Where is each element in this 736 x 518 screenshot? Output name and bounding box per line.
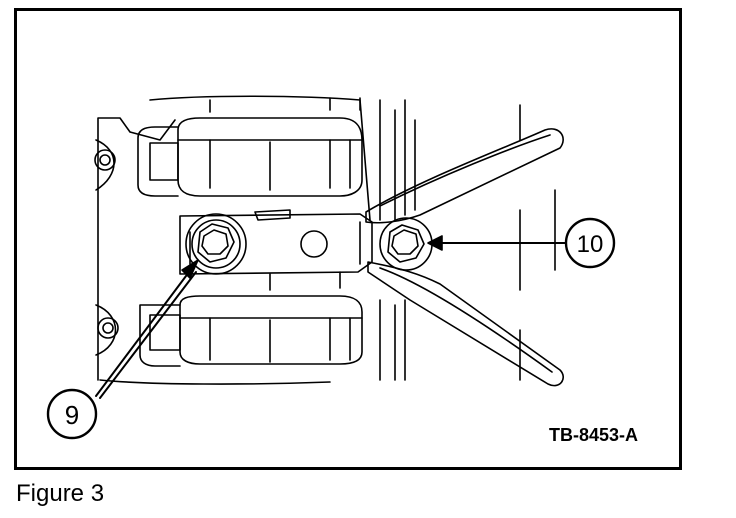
figure-code: TB-8453-A xyxy=(549,425,638,445)
engine-block-outline xyxy=(97,95,556,385)
callout-leaders xyxy=(95,235,569,399)
tool-upper xyxy=(365,128,564,224)
tool-lower xyxy=(367,261,564,387)
bolt-10 xyxy=(379,217,433,271)
leader-9 xyxy=(95,267,193,397)
left-bosses xyxy=(94,139,119,356)
figure-caption: Figure 3 xyxy=(16,480,105,507)
arrowhead-9 xyxy=(181,259,199,279)
callout-10-label: 10 xyxy=(577,231,604,258)
center-bracket xyxy=(179,209,373,291)
callout-10: 10 xyxy=(564,217,616,269)
upper-bearing-cap xyxy=(137,117,363,197)
callout-9: 9 xyxy=(46,388,98,440)
bolt-9 xyxy=(185,213,247,275)
leader-9-secondary xyxy=(99,271,197,399)
callout-9-label: 9 xyxy=(65,400,79,430)
lower-bearing-cap xyxy=(139,295,363,367)
arrowhead-10 xyxy=(427,235,443,251)
